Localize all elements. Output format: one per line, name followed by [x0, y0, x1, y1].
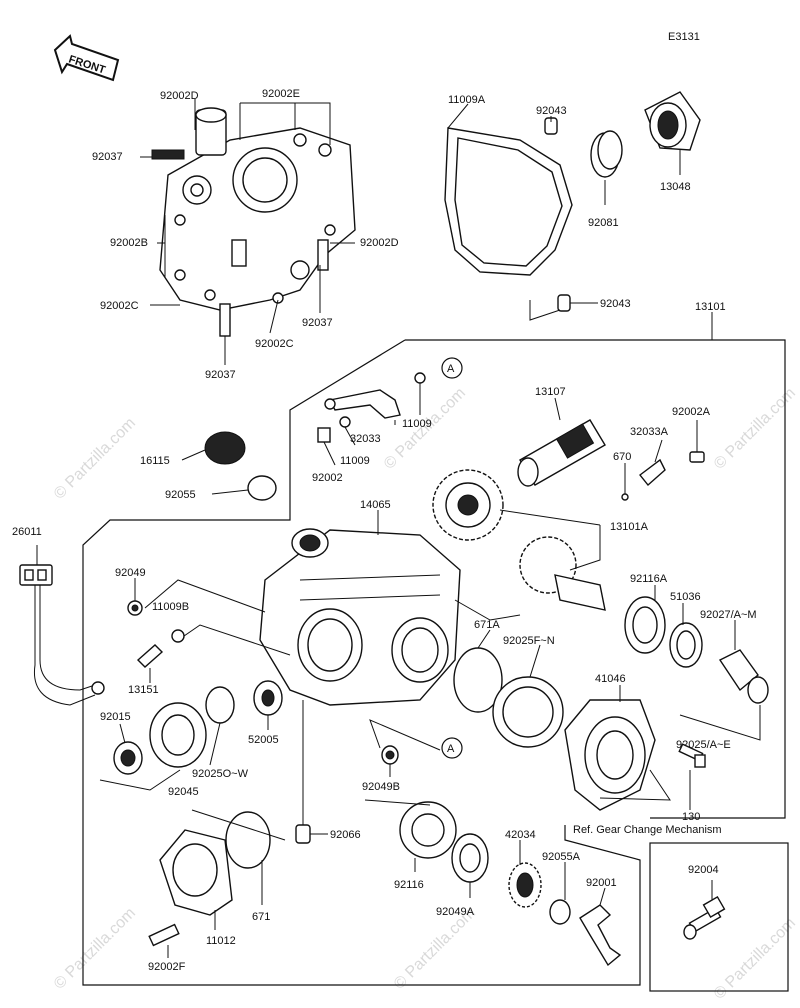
part-label: 92002D	[160, 90, 199, 102]
part-label: 92002C	[255, 338, 294, 350]
bearing-housing-drawing	[564, 699, 656, 811]
watermark: © Partzilla.com	[711, 915, 799, 1003]
part-label: 32033A	[630, 426, 669, 438]
part-label: 92043	[600, 298, 631, 310]
reference-marker: A	[441, 737, 463, 759]
bearing-drawing	[624, 596, 769, 704]
sensor-lead-drawing	[19, 564, 105, 706]
part-label: 13048	[660, 181, 691, 193]
part-label: 92049	[115, 567, 146, 579]
part-label: 13101	[695, 301, 726, 313]
part-label: 11009B	[152, 601, 189, 613]
part-label: 92002A	[672, 406, 711, 418]
cap-cover-drawing	[148, 811, 271, 947]
watermark: © Partzilla.com	[51, 415, 139, 503]
svg-text:A: A	[447, 743, 455, 755]
part-label: 92015	[100, 711, 131, 723]
front-arrow-icon: FRONT	[53, 34, 120, 82]
part-label: 92002E	[262, 88, 300, 100]
part-label: 11009	[402, 418, 432, 430]
gasket-drawing	[444, 117, 573, 312]
part-label: 92116A	[630, 573, 668, 585]
part-label: 92002B	[110, 237, 148, 249]
gear-drawing	[432, 469, 606, 611]
part-label: 92037	[302, 317, 333, 329]
bearing-holder-drawing	[644, 91, 701, 151]
part-label: 670	[613, 451, 631, 463]
reference-box	[649, 842, 789, 992]
pin-drawing	[295, 824, 311, 844]
part-label: 92004	[688, 864, 719, 876]
part-label: 92049B	[362, 781, 400, 793]
part-label: 671	[252, 911, 270, 923]
output-gear-drawing	[508, 862, 622, 967]
part-label: 32033	[350, 433, 381, 445]
part-label: 92066	[330, 829, 361, 841]
part-label: 92043	[536, 105, 567, 117]
part-label: 26011	[12, 526, 42, 538]
gear-case-drawing	[259, 528, 461, 706]
watermark: © Partzilla.com	[711, 385, 799, 473]
part-label: 11009A	[448, 94, 486, 106]
part-label: 16115	[140, 455, 170, 467]
diagram-code: E3131	[668, 31, 700, 43]
part-label: 13101A	[610, 521, 649, 533]
part-label: 92001	[586, 877, 617, 889]
part-label: 92002F	[148, 961, 186, 973]
part-label: 92037	[205, 369, 236, 381]
part-label: 92002C	[100, 300, 139, 312]
part-label: 92002D	[360, 237, 399, 249]
part-label: 52005	[248, 734, 279, 746]
cap-drawing	[204, 431, 277, 501]
part-label: 41046	[595, 673, 626, 685]
part-label: 11009	[340, 455, 370, 467]
part-label: 92025O~W	[192, 768, 249, 780]
spring-drawing	[590, 130, 623, 178]
part-label: 92002	[312, 472, 343, 484]
part-label: 11012	[206, 935, 236, 947]
part-label: 130	[682, 811, 700, 823]
part-label: 92025F~N	[503, 635, 555, 647]
part-label: 42034	[505, 829, 536, 841]
part-label: 92055	[165, 489, 196, 501]
part-label: 13107	[535, 386, 566, 398]
o-ring-drawing	[453, 647, 564, 748]
part-label: 51036	[670, 591, 701, 603]
bearing-set-drawing	[113, 680, 283, 775]
watermark: © Partzilla.com	[51, 905, 139, 993]
part-label: 92037	[92, 151, 123, 163]
shaft-drawing	[517, 419, 606, 487]
part-label: 14065	[360, 499, 391, 511]
part-label: 92055A	[542, 851, 581, 863]
part-label: 13151	[128, 684, 159, 696]
bearing-drawing	[399, 801, 489, 883]
fitting-drawing	[683, 895, 726, 940]
part-label: 671A	[474, 619, 500, 631]
small-bracket-drawing	[621, 451, 705, 501]
bracket-drawing	[317, 372, 426, 443]
oil-seal-drawing	[381, 745, 399, 765]
bolt-drawing	[678, 743, 706, 768]
switch-drawing	[127, 600, 185, 668]
part-label: 92027/A~M	[700, 609, 757, 621]
part-label: 92081	[588, 217, 619, 229]
cover-assembly-drawing	[151, 107, 356, 337]
svg-text:A: A	[447, 363, 455, 375]
part-label: 92045	[168, 786, 199, 798]
reference-marker: A	[441, 357, 463, 379]
part-label: 92049A	[436, 906, 475, 918]
part-label: 92116	[394, 879, 424, 891]
reference-note: Ref. Gear Change Mechanism	[573, 824, 722, 836]
